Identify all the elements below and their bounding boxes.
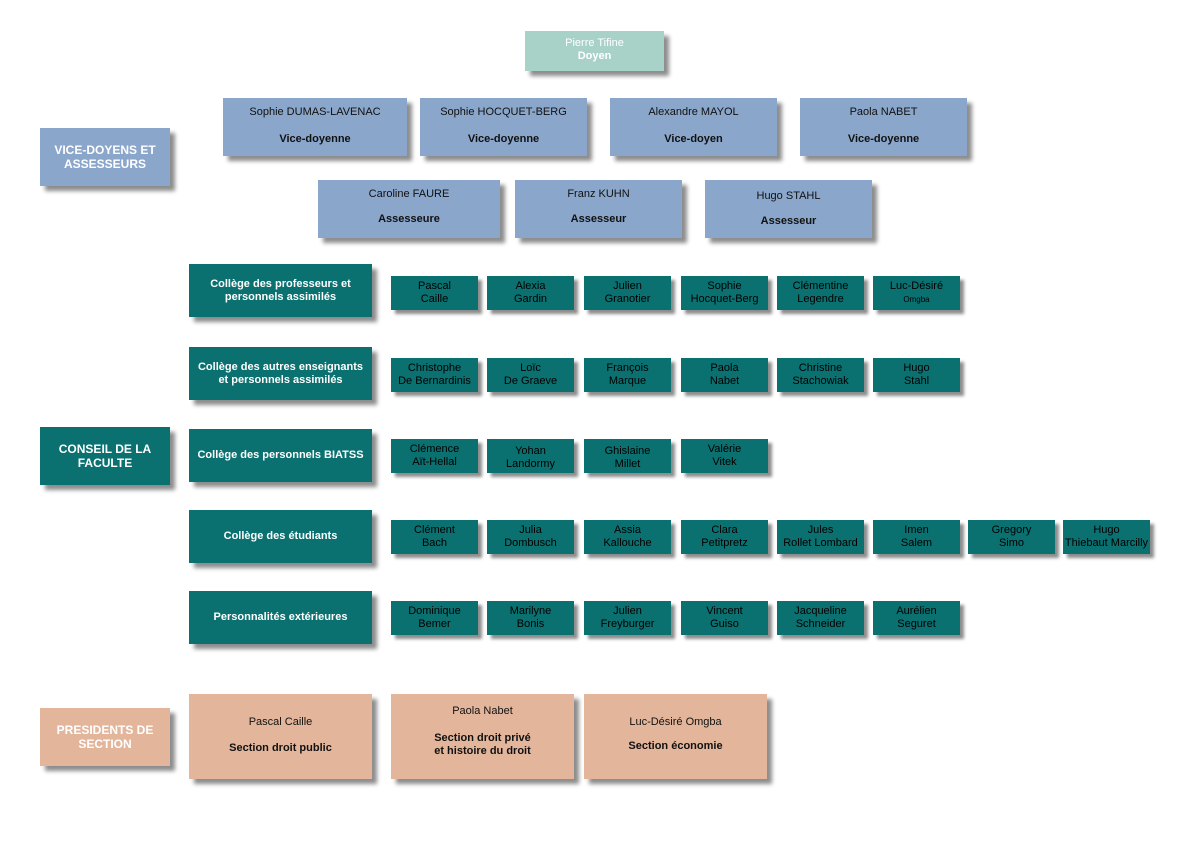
assesseur-name: Franz KUHN bbox=[567, 188, 630, 200]
president-name: Pascal Caille bbox=[248, 716, 313, 728]
vice-doyen-box: Paola NABET Vice-doyenne bbox=[800, 98, 967, 156]
president-box: Luc-Désiré Omgba Section économie bbox=[584, 694, 767, 779]
vice-doyen-name: Alexandre MAYOL bbox=[648, 106, 739, 118]
vice-doyen-title: Vice-doyenne bbox=[847, 133, 920, 145]
college-label: Collège des professeurs et personnels as… bbox=[189, 264, 372, 317]
president-section: Section économie bbox=[628, 740, 723, 752]
section-label-vice: VICE-DOYENS ET ASSESSEURS bbox=[40, 128, 170, 186]
vice-doyen-title: Vice-doyenne bbox=[467, 133, 540, 145]
assesseur-title: Assesseur bbox=[760, 215, 817, 227]
vice-doyen-name: Sophie HOCQUET-BERG bbox=[440, 106, 567, 118]
assesseur-box: Franz KUHN Assesseur bbox=[515, 180, 682, 238]
assesseur-name: Hugo STAHL bbox=[756, 190, 821, 202]
vice-doyen-name: Paola NABET bbox=[849, 106, 918, 118]
president-section: Section droit public bbox=[229, 742, 332, 754]
president-box: Pascal Caille Section droit public bbox=[189, 694, 372, 779]
assesseur-title: Assesseur bbox=[570, 213, 627, 225]
college-label: Collège des personnels BIATSS bbox=[189, 429, 372, 482]
dean-box: Pierre Tifine Doyen bbox=[525, 31, 664, 71]
president-box: Paola Nabet Section droit privé et histo… bbox=[391, 694, 574, 779]
vice-doyen-name: Sophie DUMAS-LAVENAC bbox=[249, 106, 381, 118]
vice-doyen-box: Sophie DUMAS-LAVENAC Vice-doyenne bbox=[223, 98, 407, 156]
assesseur-title: Assesseure bbox=[378, 213, 440, 225]
assesseur-box: Hugo STAHL Assesseur bbox=[705, 180, 872, 238]
president-name: Luc-Désiré Omgba bbox=[629, 716, 722, 728]
dean-name: Pierre Tifine bbox=[565, 37, 624, 49]
president-name: Paola Nabet bbox=[452, 705, 513, 717]
college-label: Personnalités extérieures bbox=[189, 591, 372, 644]
vice-doyen-box: Alexandre MAYOL Vice-doyen bbox=[610, 98, 777, 156]
president-section: Section droit privé et histoire du droit bbox=[434, 732, 531, 757]
vice-doyen-title: Vice-doyen bbox=[664, 133, 723, 145]
assesseur-box: Caroline FAURE Assesseure bbox=[318, 180, 500, 238]
section-label-presidents: PRESIDENTS DE SECTION bbox=[40, 708, 170, 766]
assesseur-name: Caroline FAURE bbox=[368, 188, 450, 200]
college-label: Collège des autres enseignants et person… bbox=[189, 347, 372, 400]
vice-doyen-title: Vice-doyenne bbox=[279, 133, 351, 145]
college-label: Collège des étudiants bbox=[189, 510, 372, 563]
dean-title: Doyen bbox=[577, 50, 612, 62]
vice-doyen-box: Sophie HOCQUET-BERG Vice-doyenne bbox=[420, 98, 587, 156]
section-label-council: CONSEIL DE LA FACULTE bbox=[40, 427, 170, 485]
